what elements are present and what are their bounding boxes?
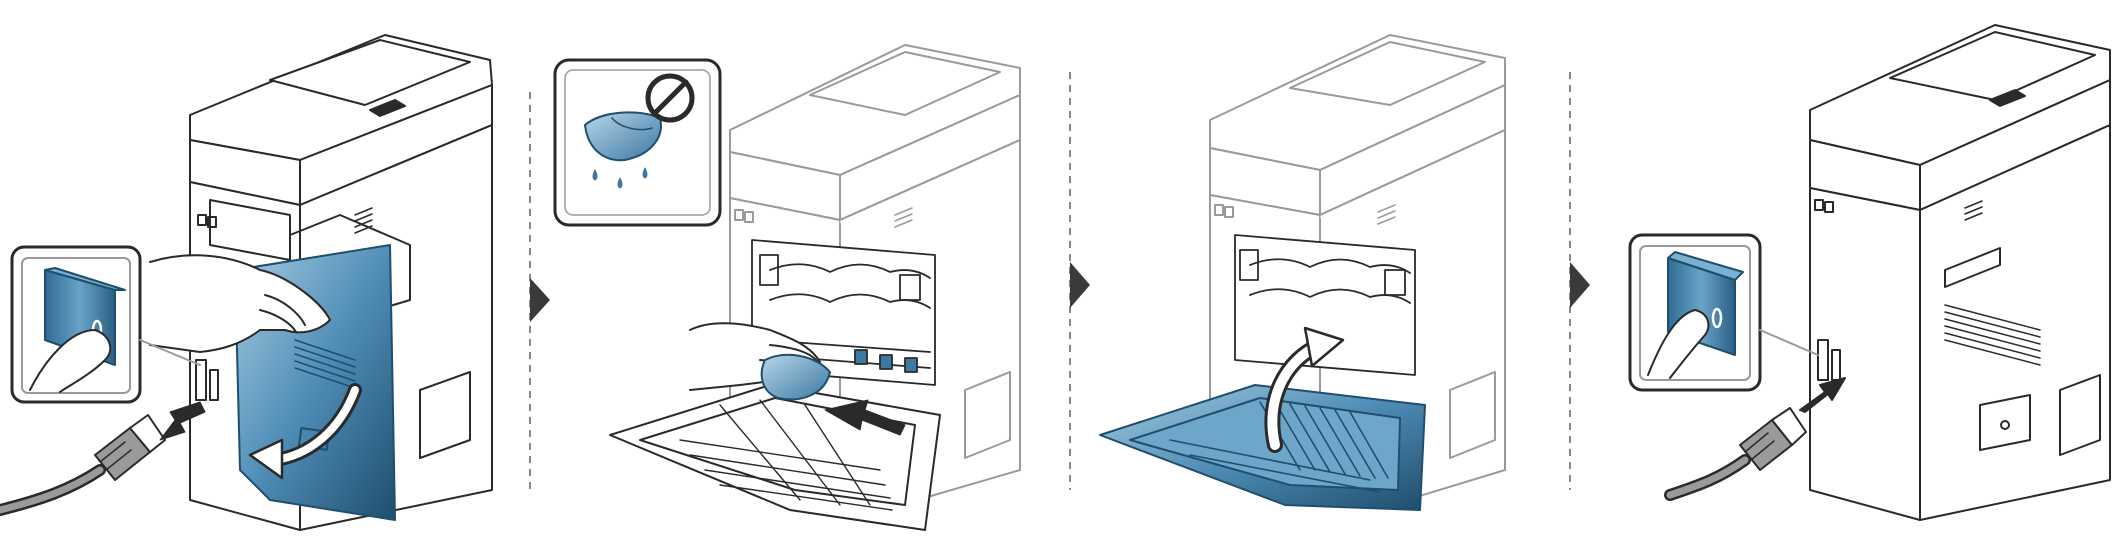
step-2-panel	[553, 44, 1021, 531]
power-cord-plug-in-icon	[1664, 407, 1807, 501]
printer-body-4	[1809, 24, 2111, 521]
plug-in-arrow-icon	[1799, 377, 1846, 413]
no-wet-cloth-icon	[553, 58, 722, 227]
hand-icon-1	[149, 254, 331, 353]
step-arrow-1	[530, 278, 550, 322]
step-3-panel	[1099, 34, 1506, 511]
power-switch-on-icon	[1628, 233, 1762, 392]
rear-cover-vents-1	[294, 339, 356, 389]
power-switch-icon	[10, 245, 142, 404]
hand-with-cloth-icon	[689, 322, 831, 401]
rear-door-open-2	[609, 384, 941, 531]
printer-interior-3	[1234, 234, 1416, 376]
wipe-arrow-icon	[824, 399, 906, 436]
rear-door-closing-3	[1099, 384, 1426, 511]
step-arrow-3	[1570, 262, 1590, 308]
power-cord-icon	[0, 414, 166, 516]
step-4-panel	[1628, 24, 2111, 521]
step-arrow-2	[1070, 262, 1090, 308]
step-arrow-icon	[530, 262, 1590, 322]
unplug-arrow-icon	[159, 401, 206, 441]
step-1-panel	[0, 34, 493, 531]
